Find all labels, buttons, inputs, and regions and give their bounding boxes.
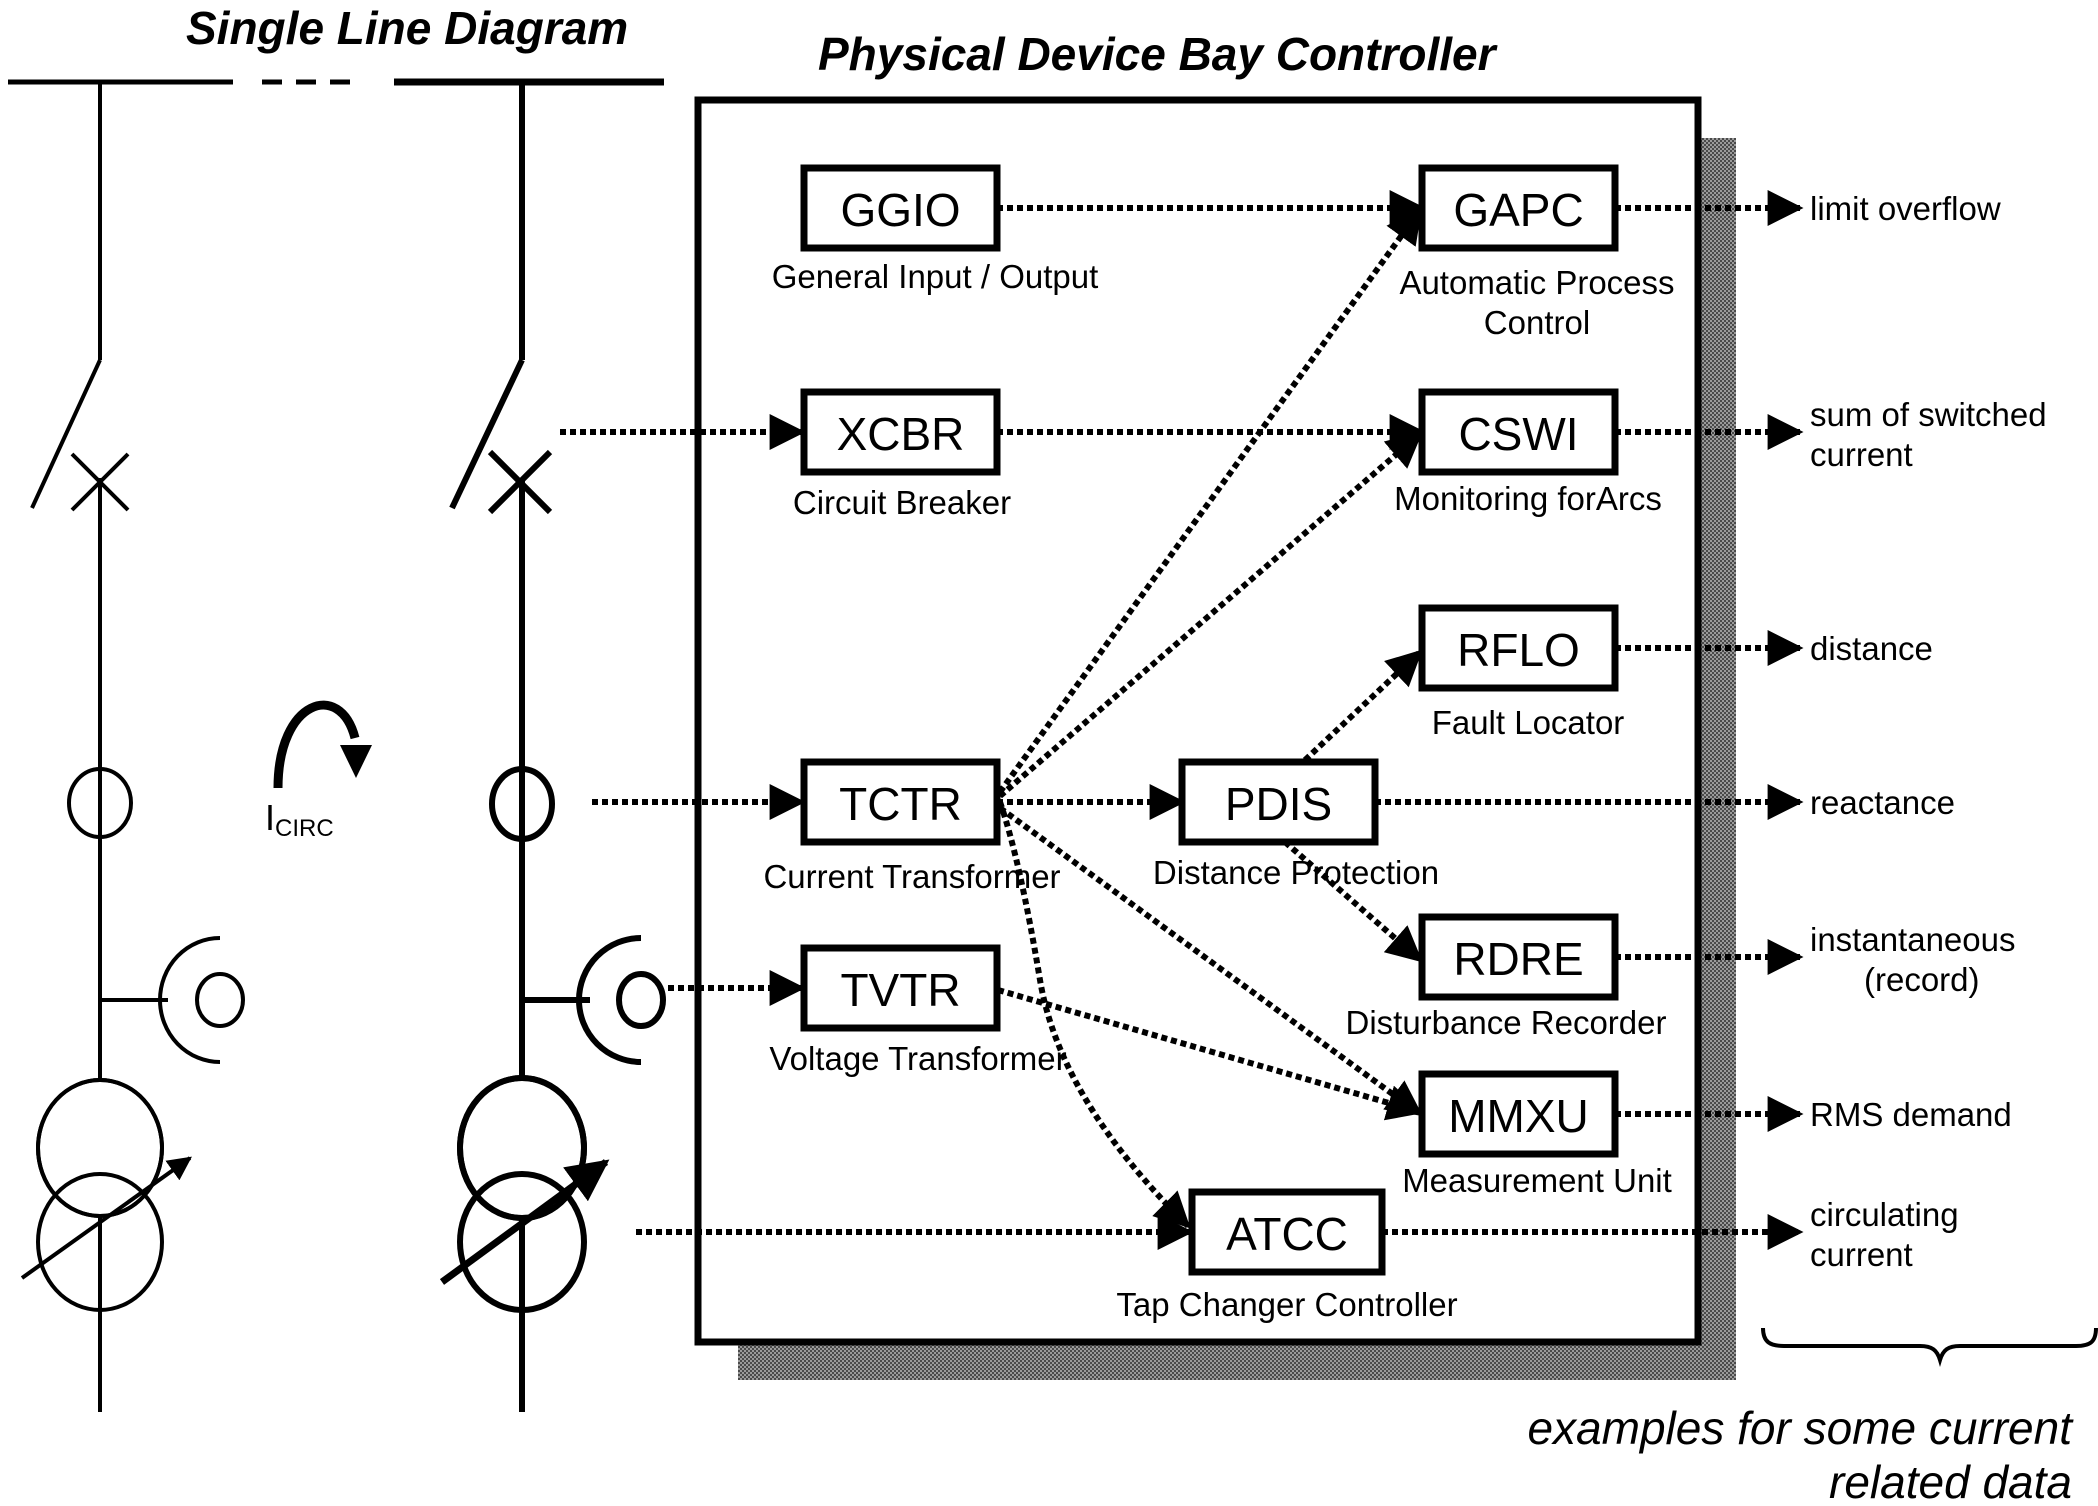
output-label-gapc: limit overflow bbox=[1810, 190, 2001, 227]
output-label-cswi: sum of switched bbox=[1810, 396, 2047, 433]
node-pdis-box bbox=[1178, 758, 1379, 846]
node-tctr-code: TCTR bbox=[839, 778, 962, 830]
bay-controller-title: Physical Device Bay Controller bbox=[818, 28, 1498, 80]
node-mmxu-box bbox=[1418, 1070, 1619, 1158]
examples-caption-line-1: examples for some current bbox=[1527, 1402, 2074, 1454]
node-xcbr-box bbox=[800, 388, 1001, 476]
node-gapc-label: Automatic Process bbox=[1399, 264, 1674, 301]
disconnector-icon bbox=[30, 359, 102, 509]
node-rflo-code: RFLO bbox=[1457, 624, 1580, 676]
link-tctr-to-atcc bbox=[997, 801, 1191, 1229]
node-rdre-box bbox=[1418, 913, 1619, 1001]
node-atcc-code: ATCC bbox=[1226, 1208, 1348, 1260]
node-mmxu[interactable]: MMXU Measurement Unit bbox=[1402, 1070, 1672, 1199]
transformer-lower-icon bbox=[36, 1172, 164, 1312]
output-label-rdre: (record) bbox=[1864, 961, 1980, 998]
examples-brace-icon bbox=[1761, 1327, 2098, 1367]
output-label-pdis: reactance bbox=[1810, 784, 1955, 821]
node-xcbr[interactable]: XCBR Circuit Breaker bbox=[793, 388, 1011, 521]
node-cswi-code: CSWI bbox=[1458, 408, 1578, 460]
voltage-transformer-icon bbox=[158, 936, 221, 1064]
node-ggio-label: General Input / Output bbox=[772, 258, 1099, 295]
disconnector-icon bbox=[449, 358, 525, 510]
node-mmxu-code: MMXU bbox=[1448, 1090, 1589, 1142]
circulating-current-label: ICIRC bbox=[265, 797, 334, 842]
current-transformer-icon bbox=[67, 767, 133, 839]
node-tctr-box bbox=[800, 758, 1001, 846]
voltage-transformer-icon bbox=[576, 935, 642, 1065]
single-line-diagram-title: Single Line Diagram bbox=[186, 2, 628, 54]
node-rflo-label: Fault Locator bbox=[1432, 704, 1625, 741]
node-xcbr-code: XCBR bbox=[837, 408, 965, 460]
node-tvtr-label: Voltage Transformer bbox=[769, 1040, 1066, 1077]
node-rflo[interactable]: RFLO Fault Locator bbox=[1418, 604, 1625, 741]
link-tctr-to-cswi bbox=[998, 431, 1423, 799]
node-tvtr[interactable]: TVTR Voltage Transformer bbox=[769, 944, 1067, 1077]
link-pdis-to-rflo bbox=[1302, 649, 1423, 763]
output-label-rflo: distance bbox=[1810, 630, 1933, 667]
node-pdis[interactable]: PDIS Distance Protection bbox=[1153, 758, 1439, 891]
connection-links bbox=[560, 190, 1426, 1250]
node-ggio[interactable]: GGIO General Input / Output bbox=[772, 164, 1099, 295]
node-gapc-box bbox=[1418, 164, 1619, 252]
link-tvtr-to-mmxu bbox=[997, 987, 1424, 1121]
output-label-atcc: current bbox=[1810, 1236, 1913, 1273]
current-transformer-icon bbox=[489, 766, 555, 842]
tap-changer-arrow-icon bbox=[439, 1159, 610, 1285]
output-label-mmxu: RMS demand bbox=[1810, 1096, 2012, 1133]
link-tctr-to-mmxu bbox=[998, 805, 1423, 1117]
transformer-lower-icon bbox=[457, 1171, 587, 1313]
node-tvtr-box bbox=[800, 944, 1001, 1032]
node-cswi-box bbox=[1418, 388, 1619, 476]
node-rdre[interactable]: RDRE Disturbance Recorder bbox=[1346, 913, 1667, 1041]
node-tvtr-code: TVTR bbox=[840, 964, 960, 1016]
node-pdis-label: Distance Protection bbox=[1153, 854, 1439, 891]
node-tctr-label: Current Transformer bbox=[763, 858, 1060, 895]
node-ggio-box bbox=[800, 164, 1001, 252]
node-atcc[interactable]: ATCC Tap Changer Controller bbox=[1116, 1188, 1458, 1323]
node-rdre-code: RDRE bbox=[1453, 933, 1583, 985]
node-cswi[interactable]: CSWI Monitoring forArcs bbox=[1394, 388, 1662, 517]
logical-nodes: GGIO General Input / Output GAPC Automatic … bbox=[763, 164, 1675, 1323]
node-atcc-box bbox=[1188, 1188, 1386, 1276]
node-cswi-label: Monitoring forArcs bbox=[1394, 480, 1662, 517]
node-ggio-code: GGIO bbox=[840, 184, 960, 236]
node-atcc-label: Tap Changer Controller bbox=[1116, 1286, 1457, 1323]
node-rdre-label: Disturbance Recorder bbox=[1346, 1004, 1667, 1041]
node-xcbr-label: Circuit Breaker bbox=[793, 484, 1011, 521]
node-tctr[interactable]: TCTR Current Transformer bbox=[763, 758, 1061, 895]
bay-1 bbox=[20, 82, 245, 1412]
circulating-current-arrow-icon bbox=[273, 700, 360, 789]
bay-2 bbox=[439, 82, 666, 1412]
output-label-atcc: circulating bbox=[1810, 1196, 1959, 1233]
node-gapc-label: Control bbox=[1484, 304, 1590, 341]
output-label-cswi: current bbox=[1810, 436, 1913, 473]
node-mmxu-label: Measurement Unit bbox=[1402, 1162, 1672, 1199]
node-gapc-code: GAPC bbox=[1453, 184, 1583, 236]
single-line-diagram: ICIRC bbox=[8, 78, 666, 1412]
examples-caption-line-2: related data bbox=[1829, 1456, 2072, 1506]
output-label-rdre: instantaneous bbox=[1810, 921, 2016, 958]
tap-changer-arrow-icon bbox=[20, 1156, 192, 1280]
node-pdis-code: PDIS bbox=[1225, 778, 1332, 830]
